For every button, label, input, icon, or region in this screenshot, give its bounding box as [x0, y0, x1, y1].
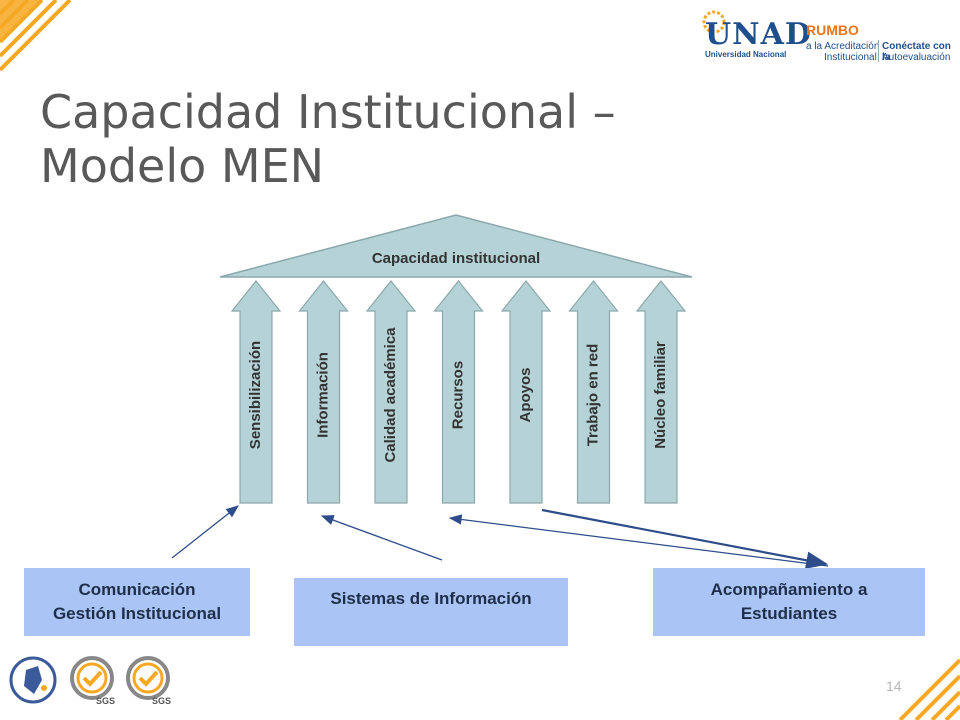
sgs-label-2: SGS	[152, 696, 172, 706]
conectate-line2: Autoevaluación	[882, 52, 951, 63]
pillar-arrow: Sensibilización	[230, 280, 282, 504]
pillar-arrow: Calidad académica	[365, 280, 417, 504]
pillar-shape	[298, 280, 349, 504]
conectate-line1: Conéctate con la	[882, 41, 951, 63]
rumbo-logo-line1: a la Acreditación	[806, 41, 880, 52]
roof-shape	[219, 214, 693, 278]
capacity-pillars-diagram: Capacidad institucional Sensibilización I…	[219, 214, 693, 504]
arrow-sistemas	[320, 515, 443, 561]
roof-label: Capacidad institucional	[372, 250, 540, 267]
pillar-label: Calidad académica	[382, 327, 399, 463]
comunicacion-box: Comunicación Gestión Institucional	[24, 568, 250, 636]
pillar-label: Información	[314, 352, 331, 438]
pillar-label: Recursos	[449, 361, 466, 429]
sgs-badge-icon	[70, 656, 114, 700]
sistemas-box: Sistemas de Información	[294, 578, 568, 646]
pillar-shape	[500, 280, 552, 504]
sgs-badge-icon-2	[126, 656, 170, 700]
pillar-label: Apoyos	[517, 367, 534, 422]
unad-logo-icon	[702, 10, 726, 34]
unad-logo-text: UNAD	[705, 17, 812, 52]
pillar-shape	[230, 280, 282, 504]
arrow-acompanamiento-recursos	[448, 514, 829, 567]
acompanamiento-box: Acompañamiento a Estudiantes	[653, 568, 925, 636]
pillar-arrow: Apoyos	[500, 280, 552, 504]
estudiantes-label: Estudiantes	[740, 604, 838, 623]
sistemas-label: Sistemas de Información	[330, 589, 532, 608]
pillar-arrow: Recursos	[433, 280, 484, 504]
acompanamiento-label: Acompañamiento a	[710, 580, 868, 599]
pillar-label: Trabajo en red	[584, 344, 601, 447]
pillar-arrow: Trabajo en red	[568, 280, 619, 504]
rumbo-logo-title: RUMBO	[806, 22, 859, 38]
rumbo-logo-line2: Institucional	[824, 52, 877, 63]
pillar-label: Núcleo familiar	[652, 341, 669, 449]
page-number: 14	[886, 678, 902, 694]
pillar-label: Sensibilización	[247, 341, 264, 449]
unad-logo-subtitle: Universidad Nacional	[705, 50, 787, 59]
pillar-arrow: Información	[298, 280, 349, 504]
sgs-label-1: SGS	[96, 696, 116, 706]
logo-separator	[878, 40, 879, 62]
pillar-shape	[568, 280, 619, 504]
gestion-label: Gestión Institucional	[52, 604, 222, 623]
colombia-seal-icon	[9, 656, 57, 704]
pillar-shape	[635, 280, 687, 504]
pillar-shape	[433, 280, 484, 504]
pillar-arrow: Núcleo familiar	[635, 280, 687, 504]
slide-title: Capacidad Institucional – Modelo MEN	[40, 85, 616, 193]
pillar-shape	[365, 280, 417, 504]
certification-badges	[9, 656, 170, 704]
arrow-apoyos-acompanamiento	[541, 508, 829, 569]
comunicacion-label: Comunicación	[78, 580, 196, 599]
